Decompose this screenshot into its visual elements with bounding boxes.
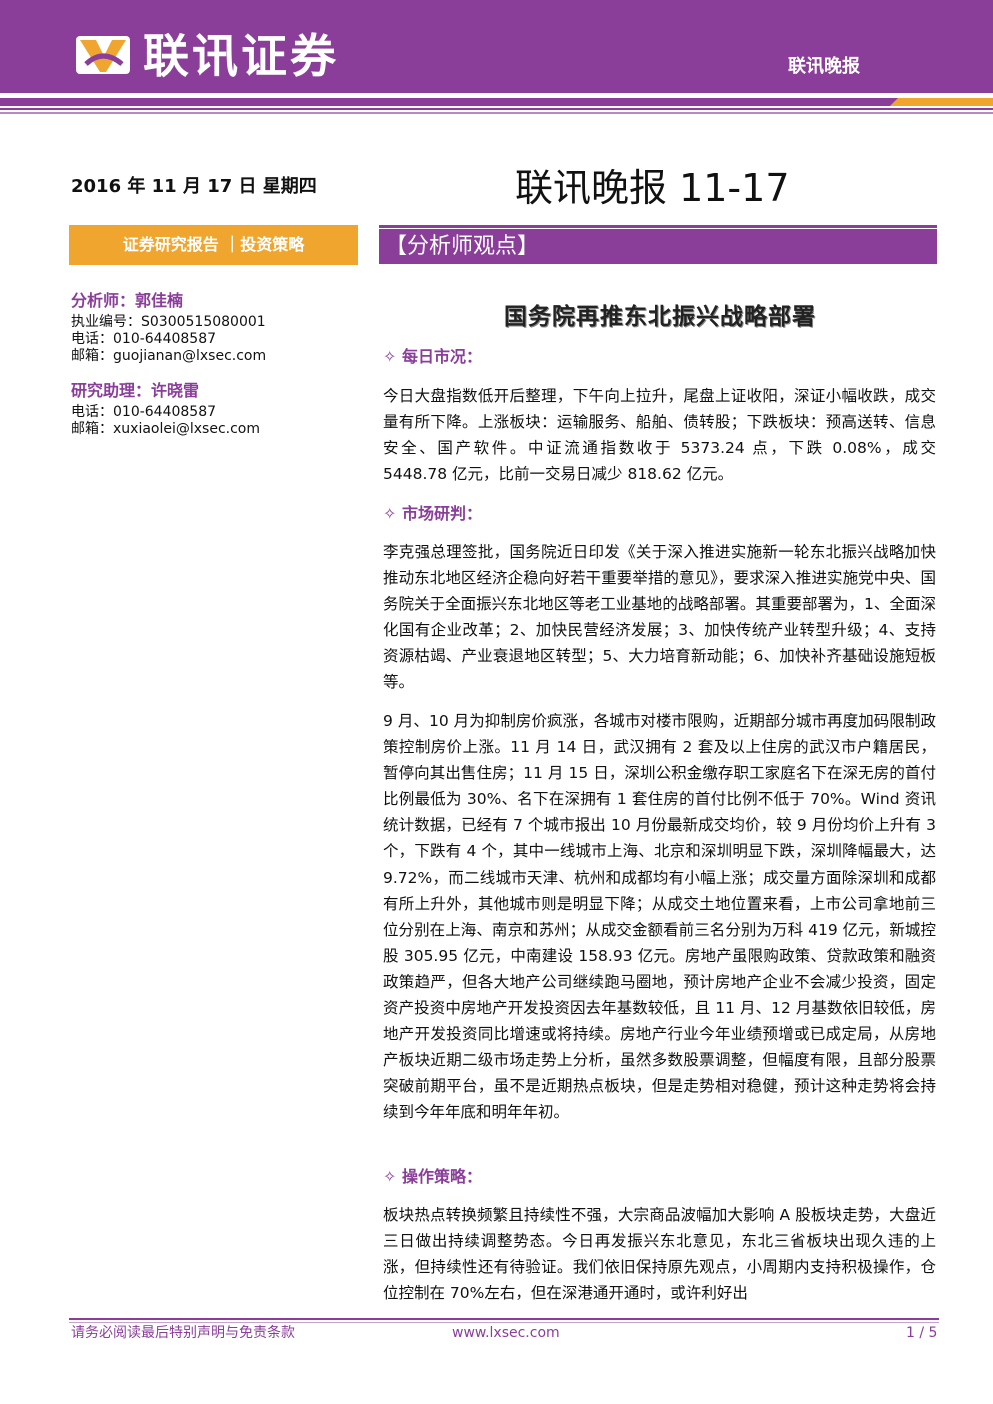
footer-url-link[interactable]: www.lxsec.com	[452, 1325, 560, 1341]
header-band	[0, 0, 993, 93]
page-title: 联讯晚报 11-17	[515, 166, 790, 210]
analyst-email: 邮箱：guojianan@lxsec.com	[71, 348, 267, 364]
logo-text: 联讯证券	[143, 29, 339, 83]
analyst-name: 分析师：郭佳楠	[71, 291, 184, 310]
analyst-phone: 电话：010-64408587	[71, 331, 217, 347]
paragraph-judgement-1: 李克强总理签批，国务院近日印发《关于深入推进实施新一轮东北振兴战略加快推动东北地…	[383, 543, 936, 692]
footer-disclaimer-link[interactable]: 请务必阅读最后特别声明与免责条款	[71, 1325, 295, 1341]
header-stripes	[0, 98, 993, 114]
footer-divider	[69, 1318, 939, 1320]
section-banner-label: 【分析师观点】	[385, 234, 540, 259]
paragraph-strategy: 板块热点转换频繁且持续性不强，大宗商品波幅加大影响 A 股板块走势，大盘近三日做…	[383, 1206, 936, 1303]
paragraph-market: 今日大盘指数低开后整理，下午向上拉升，尾盘上证收阳，深证小幅收跌，成交量有所下降…	[383, 387, 936, 484]
article-headline: 国务院再推东北振兴战略部署	[504, 304, 816, 330]
assistant-phone: 电话：010-64408587	[71, 404, 217, 420]
title-divider	[379, 225, 937, 228]
footer-divider-thin	[69, 1322, 939, 1323]
footer-page-number: 1 / 5	[906, 1325, 938, 1341]
report-date: 2016 年 11 月 17 日 星期四	[71, 176, 317, 197]
assistant-name: 研究助理：许晓雷	[71, 381, 200, 400]
paragraph-judgement-2: 9 月、10 月为抑制房价疯涨，各城市对楼市限购，近期部分城市再度加码限制政策控…	[383, 712, 936, 1122]
section-heading-judgement: ✧ 市场研判：	[383, 504, 482, 523]
analyst-cert: 执业编号：S0300515080001	[71, 314, 266, 330]
section-banner: 【分析师观点】	[379, 229, 937, 264]
assistant-email: 邮箱：xuxiaolei@lxsec.com	[71, 421, 260, 437]
logo-icon	[76, 36, 130, 74]
header-report-name: 联讯晚报	[788, 56, 860, 77]
section-heading-market: ✧ 每日市况：	[383, 347, 482, 366]
report-category: 证券研究报告 ｜投资策略	[69, 225, 358, 265]
section-heading-strategy: ✧ 操作策略：	[383, 1167, 482, 1186]
